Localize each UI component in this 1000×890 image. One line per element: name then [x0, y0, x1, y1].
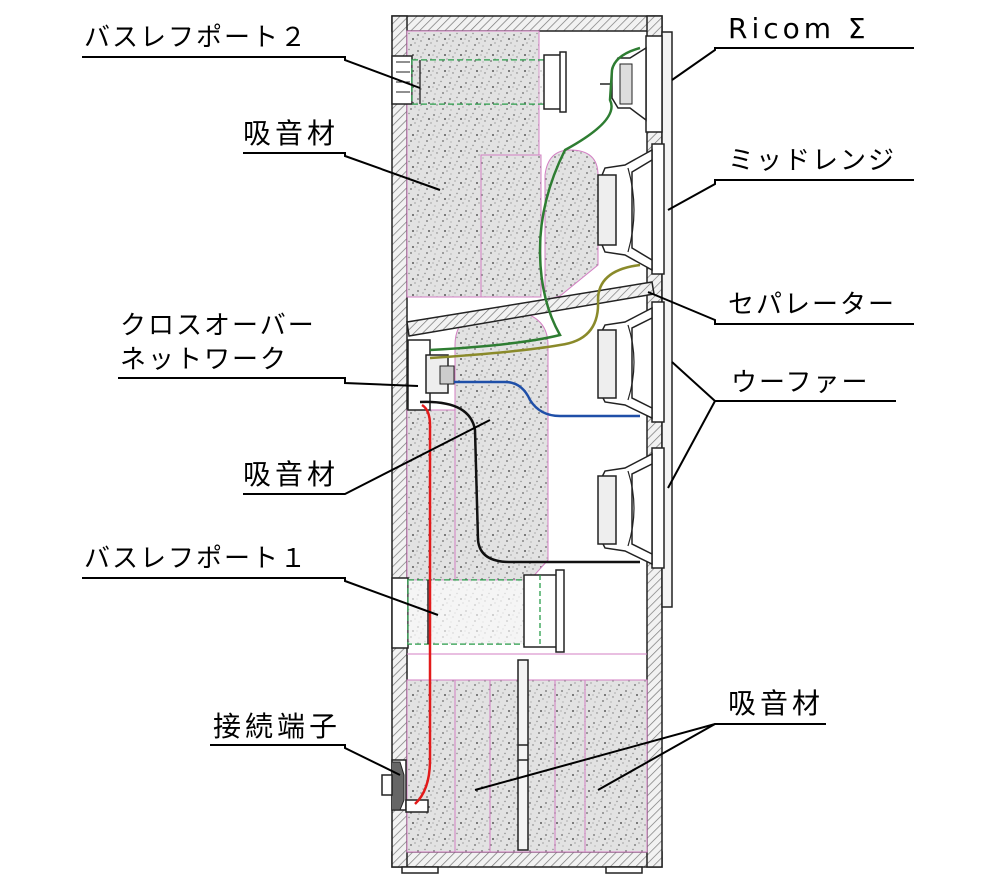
wire-green [429, 46, 641, 352]
label-woofer: ウーファー [731, 368, 870, 398]
woofer-lower [597, 447, 665, 569]
midrange-driver [597, 143, 665, 275]
leader-ricom [671, 47, 914, 81]
woofer-upper [597, 301, 665, 423]
absorber-middle-column [454, 309, 549, 581]
bass-port-2 [391, 51, 567, 113]
absorber-top-inner [480, 154, 542, 298]
leader-bass-port-2 [82, 56, 421, 89]
leader-absorber-top [243, 152, 441, 191]
label-bass-port-2: バスレフポート２ [84, 23, 309, 53]
wire-red [414, 403, 432, 805]
label-bass-port-1: バスレフポート１ [84, 544, 309, 574]
tweeter-ricom [600, 35, 663, 133]
wire-blue [454, 380, 640, 418]
leader-crossover [118, 377, 419, 387]
label-separator: セパレーター [728, 290, 897, 320]
foot-right [605, 866, 643, 874]
foot-left [401, 866, 439, 874]
wiring [414, 46, 641, 805]
connection-terminal [381, 759, 429, 813]
bottom-divider [517, 659, 529, 851]
leader-absorber-bottom-2 [597, 723, 716, 791]
leader-lines [82, 47, 914, 791]
wire-black [419, 400, 640, 564]
label-crossover-line1: クロスオーバー [120, 311, 316, 341]
leader-terminal [210, 744, 401, 776]
leader-absorber-mid [243, 419, 491, 495]
label-absorber-bottom: 吸音材 [728, 687, 825, 720]
leader-bass-port-1 [82, 577, 439, 616]
cabinet-left-wall [391, 15, 408, 868]
label-absorber-top: 吸音材 [243, 117, 340, 150]
label-ricom: Ricom Σ [728, 12, 870, 45]
cabinet-bottom-wall [391, 851, 663, 868]
wire-olive [429, 263, 641, 360]
absorber-middle-upper [544, 149, 599, 301]
cabinet-top-wall [391, 15, 663, 32]
label-absorber-mid: 吸音材 [243, 458, 340, 491]
crossover-network-board [407, 339, 455, 411]
label-midrange: ミッドレンジ [728, 146, 897, 176]
label-terminal: 接続端子 [213, 710, 342, 743]
leader-midrange [667, 179, 914, 211]
leader-woofer-2 [667, 400, 716, 489]
leader-separator [647, 291, 914, 325]
label-crossover-line2: ネットワーク [120, 345, 289, 375]
bass-port-1 [391, 569, 565, 653]
